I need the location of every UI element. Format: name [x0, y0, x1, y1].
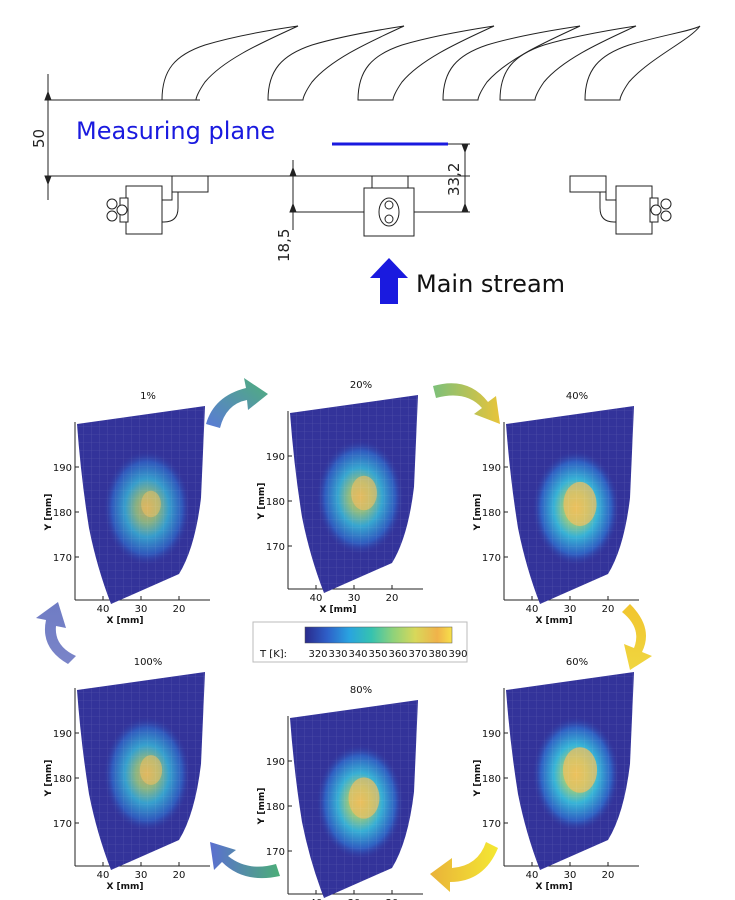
dimension-18-5-label: 18,5: [275, 229, 293, 262]
colorbar-tick: 370: [408, 649, 427, 660]
y-tick-label: 180: [266, 802, 285, 813]
x-tick-label: 30: [564, 870, 577, 881]
x-axis-label: X [mm]: [106, 882, 143, 892]
plot-title: 40%: [566, 391, 588, 402]
y-tick-label: 190: [266, 757, 285, 768]
x-tick-label: 20: [173, 604, 186, 615]
plot-title: 20%: [350, 380, 372, 391]
y-tick-label: 190: [53, 463, 72, 474]
temperature-plot: 40% 190 180 170 40 30 20 X [mm] Y [mm]: [473, 391, 639, 626]
y-axis-label: Y [mm]: [257, 483, 267, 521]
y-axis-label: Y [mm]: [257, 788, 267, 826]
x-tick-label: 30: [348, 898, 361, 900]
injector-right: [569, 175, 672, 235]
y-tick-label: 190: [53, 729, 72, 740]
x-tick-label: 20: [173, 870, 186, 881]
measuring-plane-label: Measuring plane: [76, 117, 275, 145]
x-axis-label: X [mm]: [535, 616, 572, 626]
x-tick-label: 20: [386, 593, 399, 604]
cycle-arrow-80-to-100-icon: [210, 842, 280, 879]
y-tick-label: 180: [482, 774, 501, 785]
injector-center: [363, 175, 415, 237]
colorbar-label: T [K]:: [259, 649, 287, 660]
x-axis-label: X [mm]: [106, 616, 143, 626]
y-tick-label: 170: [482, 819, 501, 830]
colorbar-tick: 390: [448, 649, 467, 660]
temperature-plot: 20% 190 180 170 40 30 20 X [mm] Y [mm]: [257, 380, 423, 615]
x-tick-label: 40: [526, 870, 539, 881]
x-tick-label: 30: [135, 870, 148, 881]
y-tick-label: 170: [53, 819, 72, 830]
y-tick-label: 180: [482, 508, 501, 519]
colorbar-gradient: [304, 626, 453, 644]
plot-title: 80%: [350, 685, 372, 696]
blade-cascade: [161, 25, 701, 101]
y-tick-label: 170: [266, 847, 285, 858]
y-tick-label: 170: [53, 553, 72, 564]
x-tick-label: 30: [348, 593, 361, 604]
x-tick-label: 20: [602, 604, 615, 615]
x-tick-label: 40: [310, 898, 323, 900]
x-tick-label: 40: [526, 604, 539, 615]
colorbar-tick: 350: [368, 649, 387, 660]
dimension-33-2-label: 33,2: [445, 163, 463, 196]
x-tick-label: 40: [310, 593, 323, 604]
x-tick-label: 40: [97, 870, 110, 881]
cycle-arrow-60-to-80-icon: [430, 842, 498, 892]
cycle-arrow-40-to-60-icon: [622, 604, 652, 670]
y-axis-label: Y [mm]: [44, 494, 54, 532]
temperature-plot: 1% 190 180 170 40 30 20 X [mm] Y [mm]: [44, 391, 210, 626]
y-axis-label: Y [mm]: [473, 760, 483, 798]
x-tick-label: 20: [602, 870, 615, 881]
y-tick-label: 190: [482, 463, 501, 474]
plot-title: 100%: [134, 657, 163, 668]
y-tick-label: 180: [266, 497, 285, 508]
dimension-50-label: 50: [30, 129, 48, 148]
colorbar-tick: 380: [428, 649, 447, 660]
colorbar-tick: 360: [388, 649, 407, 660]
x-tick-label: 30: [564, 604, 577, 615]
x-axis-label: X [mm]: [319, 605, 356, 615]
cycle-arrow-20-to-40-icon: [433, 383, 500, 424]
colorbar-tick: 330: [328, 649, 347, 660]
y-tick-label: 190: [482, 729, 501, 740]
y-tick-label: 170: [266, 542, 285, 553]
temperature-plot: 60% 190 180 170 40 30 20 X [mm] Y [mm]: [473, 657, 639, 892]
cycle-arrows: [36, 378, 652, 892]
x-axis-label: X [mm]: [535, 882, 572, 892]
y-tick-label: 190: [266, 452, 285, 463]
y-axis-label: Y [mm]: [44, 760, 54, 798]
temperature-plot: 100% 190 180 170 40 30 20 X [mm] Y [mm]: [44, 657, 210, 892]
y-axis-label: Y [mm]: [473, 494, 483, 532]
main-stream-arrow-icon: [370, 258, 408, 304]
x-tick-label: 30: [135, 604, 148, 615]
plot-title: 1%: [140, 391, 156, 402]
cycle-arrow-1-to-20-icon: [206, 378, 268, 428]
x-tick-label: 40: [97, 604, 110, 615]
colorbar-tick: 320: [308, 649, 327, 660]
cycle-arrow-100-to-1-icon: [36, 602, 76, 664]
dimension-lines: [44, 74, 470, 230]
x-tick-label: 20: [386, 898, 399, 900]
y-tick-label: 180: [53, 774, 72, 785]
plot-title: 60%: [566, 657, 588, 668]
colorbar-tick: 340: [348, 649, 367, 660]
y-tick-label: 180: [53, 508, 72, 519]
main-stream-label: Main stream: [416, 270, 565, 298]
injector-left: [106, 175, 209, 235]
y-tick-label: 170: [482, 553, 501, 564]
